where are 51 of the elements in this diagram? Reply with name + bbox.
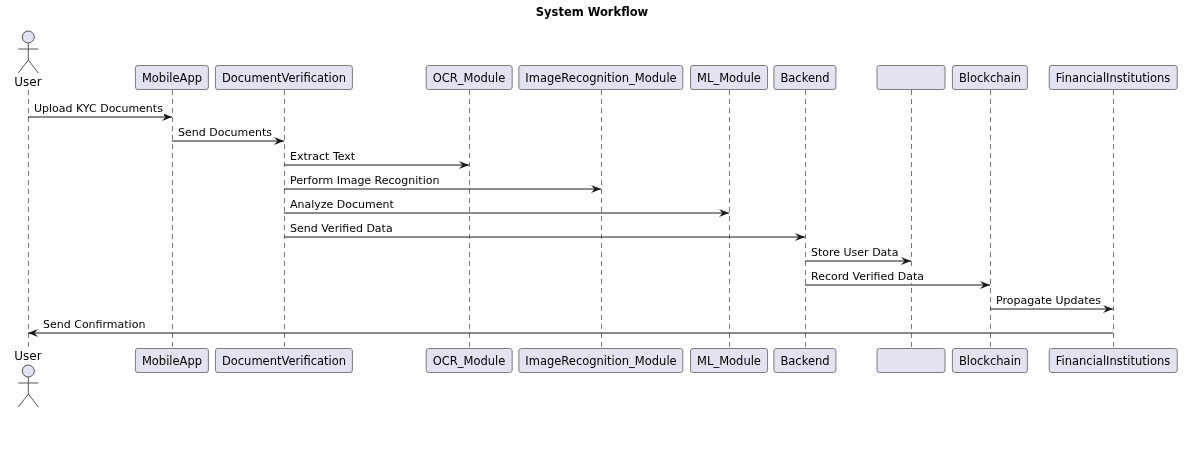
lifeline — [283, 90, 285, 348]
participant-box: Blockchain — [951, 65, 1029, 90]
message-arrow — [171, 137, 285, 145]
participant-box: ImageRecognition_Module — [518, 348, 684, 373]
message-arrow — [283, 185, 602, 193]
lifeline — [171, 90, 173, 348]
participant-box: Blockchain — [951, 348, 1029, 373]
lifeline — [468, 90, 470, 348]
participant-box — [876, 65, 946, 90]
participant-box: OCR_Module — [425, 348, 513, 373]
message-label: Perform Image Recognition — [289, 174, 441, 187]
message-arrow — [283, 209, 730, 217]
lifeline — [989, 90, 991, 348]
message-arrow — [27, 113, 173, 121]
participant-box — [876, 348, 946, 373]
participant-box: MobileApp — [134, 65, 210, 90]
message-label: Extract Text — [289, 150, 357, 163]
lifeline — [600, 90, 602, 348]
participant-box: FinancialInstitutions — [1048, 348, 1178, 373]
participant-box: MobileApp — [134, 348, 210, 373]
message-label: Record Verified Data — [810, 270, 925, 283]
lifeline — [1112, 90, 1114, 348]
message-label: Store User Data — [810, 246, 900, 259]
message-arrow — [989, 305, 1114, 313]
lifeline — [27, 90, 29, 348]
participant-box: OCR_Module — [425, 65, 513, 90]
lifeline — [728, 90, 730, 348]
diagram-title: System Workflow — [535, 5, 649, 20]
message-arrow — [283, 233, 806, 241]
actor-name: User — [14, 74, 42, 90]
message-label: Analyze Document — [289, 198, 395, 211]
participant-box: DocumentVerification — [214, 65, 354, 90]
message-label: Send Documents — [177, 126, 273, 139]
participant-box: DocumentVerification — [214, 348, 354, 373]
message-label: Send Confirmation — [42, 318, 147, 331]
message-arrow — [283, 161, 470, 169]
message-label: Send Verified Data — [289, 222, 394, 235]
message-label: Propagate Updates — [995, 294, 1103, 307]
actor-name: User — [14, 348, 42, 364]
message-arrow — [27, 329, 1114, 337]
message-arrow — [804, 257, 912, 265]
participant-box: ML_Module — [690, 65, 768, 90]
message-arrow — [804, 281, 991, 289]
participant-box: FinancialInstitutions — [1048, 65, 1178, 90]
participant-box: ImageRecognition_Module — [518, 65, 684, 90]
message-label: Upload KYC Documents — [33, 102, 164, 115]
lifeline — [910, 90, 912, 348]
participant-box: ML_Module — [690, 348, 768, 373]
participant-box: Backend — [773, 348, 837, 373]
participant-box: Backend — [773, 65, 837, 90]
lifeline — [804, 90, 806, 348]
